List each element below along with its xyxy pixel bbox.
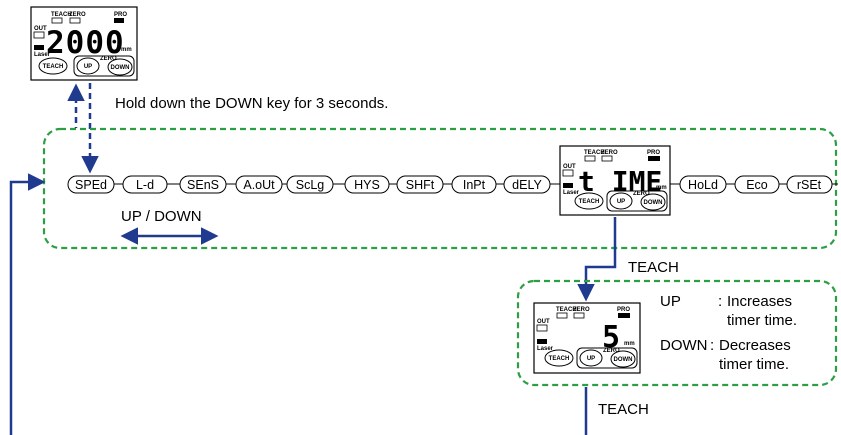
- teach-label-1: TEACH: [628, 259, 679, 276]
- value-display-panel: OUT TEACH ZERO PRO Laser 5 mm TEACH UP D…: [533, 302, 641, 374]
- laser-label: Laser: [563, 190, 580, 196]
- menu-item-label: A.oUt: [243, 178, 275, 192]
- menu-item-label: ScLg: [296, 178, 325, 192]
- menu-items: SPEd L-d SEnS A.oUt ScLg HYS SHFt InPt d…: [67, 175, 833, 194]
- menu-item-label: rSEt: [797, 178, 822, 192]
- down-desc-line2: timer time.: [719, 356, 789, 373]
- unit-label: mm: [656, 185, 667, 191]
- return-loop-arrow: [9, 173, 46, 435]
- menu-item-label: L-d: [136, 178, 154, 192]
- zero-indicator-label: ZERO: [601, 150, 618, 156]
- menu-item-hys[interactable]: HYS: [344, 175, 390, 194]
- up-button-label: UP: [84, 64, 92, 70]
- zero-button-label: ZERO: [100, 56, 117, 62]
- menu-item-sclg[interactable]: ScLg: [286, 175, 334, 194]
- menu-item-label: Eco: [746, 178, 768, 192]
- menu-item-label: SHFt: [406, 178, 435, 192]
- down-button-label: DOWN: [111, 65, 130, 71]
- zero-indicator-label: ZERO: [69, 12, 86, 18]
- down-button-label: DOWN: [644, 200, 663, 206]
- teach-button-label: TEACH: [43, 64, 64, 70]
- pro-indicator-label: PRO: [114, 12, 127, 18]
- out-label: OUT: [563, 164, 576, 170]
- zero-button-label: ZERO: [603, 348, 620, 354]
- updown-nav-label: UP / DOWN: [121, 208, 202, 225]
- up-button-label: UP: [587, 356, 595, 362]
- teach-indicator-label: TEACH: [51, 12, 72, 18]
- menu-item-label: SEnS: [187, 178, 219, 192]
- key-notes: UP : Increases timer time. DOWN : Decrea…: [660, 293, 797, 373]
- menu-item-label: HoLd: [688, 178, 718, 192]
- up-desc-line1: Increases: [727, 293, 792, 310]
- menu-item-l-d[interactable]: L-d: [122, 175, 168, 194]
- up-desc-line2: timer time.: [727, 312, 797, 329]
- hold-instruction: Hold down the DOWN key for 3 seconds.: [115, 95, 388, 112]
- down-separator: :: [710, 337, 714, 354]
- menu-item-inpt[interactable]: InPt: [451, 175, 497, 194]
- up-separator: :: [718, 293, 722, 310]
- pro-indicator-label: PRO: [647, 150, 660, 156]
- teach-indicator-label: TEACH: [584, 150, 605, 156]
- down-key-label: DOWN: [660, 337, 708, 354]
- menu-item-sens[interactable]: SEnS: [179, 175, 227, 194]
- pro-indicator-label: PRO: [617, 307, 630, 313]
- top-display-value: 2000: [46, 25, 125, 61]
- down-button-label: DOWN: [614, 357, 633, 363]
- menu-item-rset[interactable]: rSEt: [786, 175, 833, 194]
- laser-label: Laser: [34, 52, 51, 58]
- out-label: OUT: [34, 26, 47, 32]
- menu-item-aout[interactable]: A.oUt: [235, 175, 283, 194]
- menu-item-label: SPEd: [75, 178, 107, 192]
- laser-label: Laser: [537, 346, 554, 352]
- menu-item-hold[interactable]: HoLd: [679, 175, 727, 194]
- unit-label: mm: [624, 341, 635, 347]
- teach-enter-arrow: [577, 217, 617, 302]
- teach-indicator-label: TEACH: [556, 307, 577, 313]
- zero-button-label: ZERO: [633, 191, 650, 197]
- menu-item-sped[interactable]: SPEd: [67, 175, 115, 194]
- teach-button-label: TEACH: [579, 199, 600, 205]
- down-desc-line1: Decreases: [719, 337, 791, 354]
- menu-item-label: InPt: [463, 178, 486, 192]
- value-display-value: 5: [602, 320, 620, 355]
- teach-button-label: TEACH: [549, 356, 570, 362]
- sub-setting-box: [516, 279, 838, 387]
- menu-item-label: HYS: [354, 178, 380, 192]
- menu-item-dely[interactable]: dELY: [503, 175, 551, 194]
- menu-item-shft[interactable]: SHFt: [396, 175, 444, 194]
- up-button-label: UP: [617, 199, 625, 205]
- teach-label-2: TEACH: [598, 401, 649, 418]
- zero-indicator-label: ZERO: [573, 307, 590, 313]
- top-display-panel: OUT TEACH ZERO PRO Laser 2000 mm TEACH U…: [30, 6, 138, 81]
- up-key-label: UP: [660, 293, 681, 310]
- unit-label: mm: [121, 47, 132, 53]
- menu-item-label: dELY: [512, 178, 542, 192]
- time-display-panel: OUT TEACH ZERO PRO Laser t IME mm TEACH …: [559, 145, 671, 216]
- menu-item-eco[interactable]: Eco: [734, 175, 780, 194]
- out-label: OUT: [537, 319, 550, 325]
